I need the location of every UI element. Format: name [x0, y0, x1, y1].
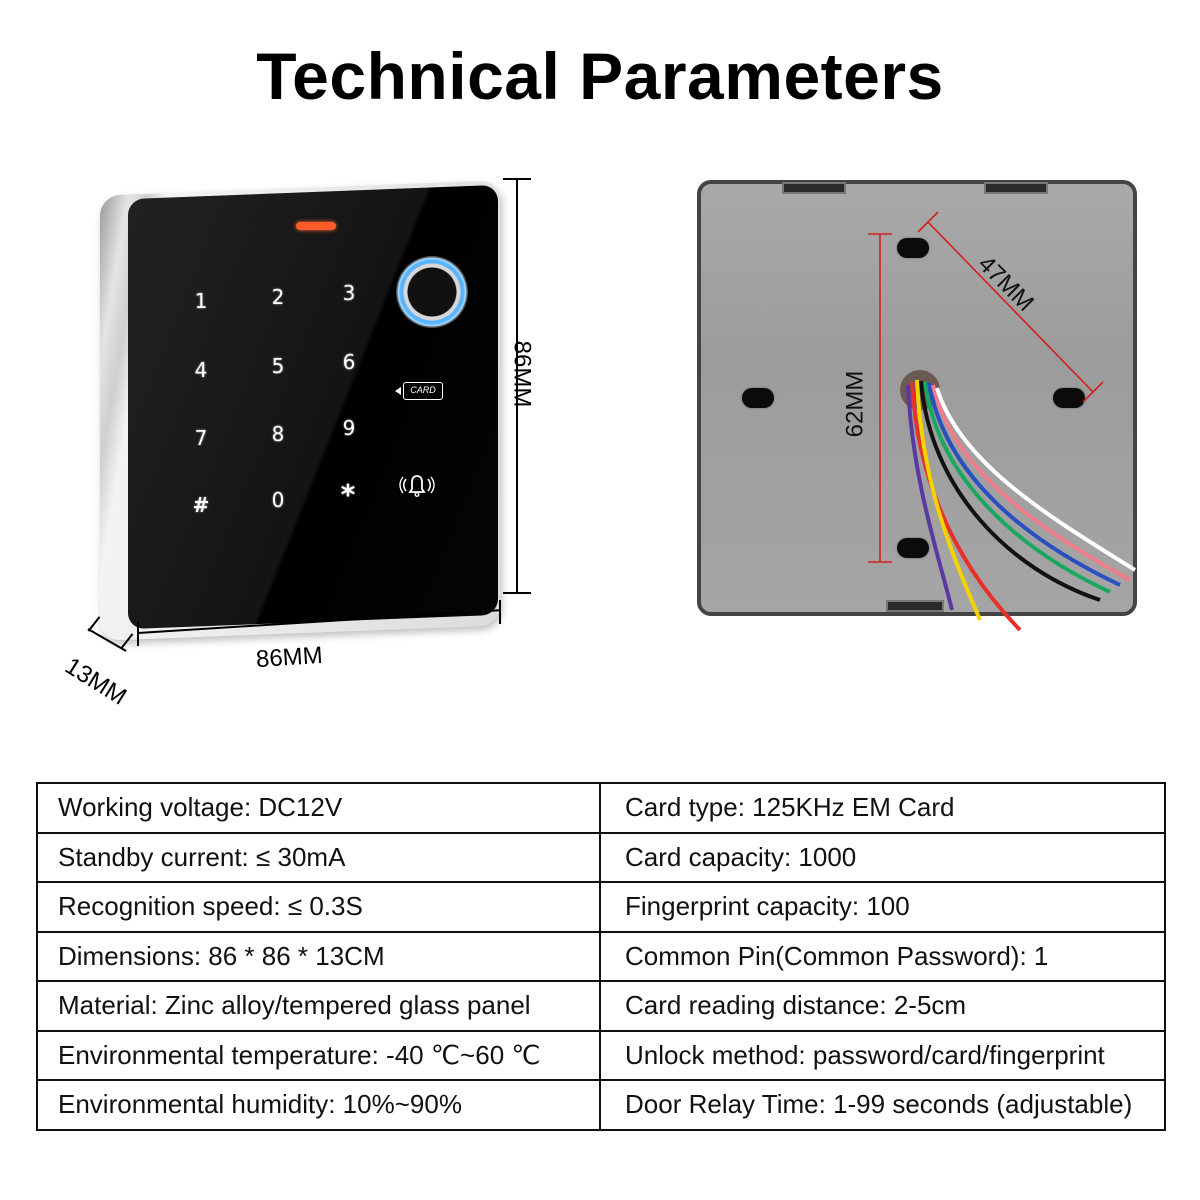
status-led-indicator [296, 222, 336, 230]
front-view-product-image: 1 2 3 4 5 6 7 8 9 # 0 * CARD 86MM 86MM 1… [0, 160, 600, 720]
spec-cell-dimensions: Dimensions: 86 * 86 * 13CM [36, 930, 601, 982]
screw-hole-bottom [897, 538, 929, 558]
spec-cell-environmental-temperature: Environmental temperature: -40 ℃~60 ℃ [36, 1029, 601, 1081]
keypad-key-4: 4 [194, 358, 208, 382]
keypad-key-6: 6 [342, 350, 356, 374]
table-row: Material: Zinc alloy/tempered glass pane… [36, 980, 1166, 1032]
spec-cell-card-reading-distance: Card reading distance: 2-5cm [599, 980, 1166, 1032]
height-dimension-line [516, 178, 518, 593]
card-icon-label: CARD [410, 385, 436, 395]
keypad-key-9: 9 [342, 416, 356, 440]
keypad-key-star: * [340, 478, 356, 511]
height-dimension-label: 86MM [508, 340, 536, 408]
doorbell-icon [399, 475, 435, 498]
screw-hole-right [1053, 388, 1085, 408]
spec-cell-common-pin: Common Pin(Common Password): 1 [599, 930, 1166, 982]
keypad-key-8: 8 [271, 422, 285, 446]
fingerprint-sensor-icon [396, 256, 468, 328]
keypad-key-5: 5 [271, 354, 285, 378]
width-dimension-tick-right [499, 600, 501, 624]
vertical-hole-spacing-label: 62MM [841, 370, 869, 438]
height-dimension-tick-top [503, 178, 531, 180]
keypad-key-7: 7 [194, 426, 208, 450]
spec-table: Working voltage: DC12V Card type: 125KHz… [36, 782, 1166, 1131]
spec-cell-card-type: Card type: 125KHz EM Card [599, 782, 1166, 834]
keypad-key-1: 1 [194, 289, 208, 313]
spec-cell-working-voltage: Working voltage: DC12V [36, 782, 601, 834]
keypad-key-2: 2 [271, 285, 285, 309]
back-view-product-image: 62MM 47MM [600, 160, 1200, 640]
depth-dimension-label: 13MM [60, 652, 132, 711]
mounting-slot-bottom [886, 600, 944, 612]
table-row: Standby current: ≤ 30mA Card capacity: 1… [36, 831, 1166, 883]
screw-hole-top [897, 238, 929, 258]
glass-panel [128, 184, 498, 630]
mounting-slot-top-left [782, 182, 846, 194]
height-dimension-tick-bottom [503, 592, 531, 594]
screw-hole-left [742, 388, 774, 408]
spec-cell-recognition-speed: Recognition speed: ≤ 0.3S [36, 881, 601, 933]
spec-cell-standby-current: Standby current: ≤ 30mA [36, 831, 601, 883]
table-row: Recognition speed: ≤ 0.3S Fingerprint ca… [36, 881, 1166, 933]
depth-dimension-tick-left [87, 616, 101, 632]
back-dimension-annotations [868, 211, 1137, 632]
page-title: Technical Parameters [256, 39, 944, 113]
table-row: Dimensions: 86 * 86 * 13CM Common Pin(Co… [36, 930, 1166, 982]
table-row: Environmental humidity: 10%~90% Door Rel… [36, 1079, 1166, 1131]
spec-cell-environmental-humidity: Environmental humidity: 10%~90% [36, 1079, 601, 1131]
spec-cell-card-capacity: Card capacity: 1000 [599, 831, 1166, 883]
spec-cell-unlock-method: Unlock method: password/card/fingerprint [599, 1029, 1166, 1081]
table-row: Working voltage: DC12V Card type: 125KHz… [36, 782, 1166, 834]
spec-cell-door-relay-time: Door Relay Time: 1-99 seconds (adjustabl… [599, 1079, 1166, 1131]
spec-cell-fingerprint-capacity: Fingerprint capacity: 100 [599, 881, 1166, 933]
table-row: Environmental temperature: -40 ℃~60 ℃ Un… [36, 1029, 1166, 1081]
keypad-key-hash: # [192, 493, 210, 517]
width-dimension-label: 86MM [255, 641, 324, 674]
card-reader-icon: CARD [395, 382, 443, 400]
keypad-key-0: 0 [271, 488, 285, 512]
keypad-key-3: 3 [342, 281, 356, 305]
width-dimension-tick-left [137, 622, 139, 646]
mounting-slot-top-right [984, 182, 1048, 194]
spec-cell-material: Material: Zinc alloy/tempered glass pane… [36, 980, 601, 1032]
